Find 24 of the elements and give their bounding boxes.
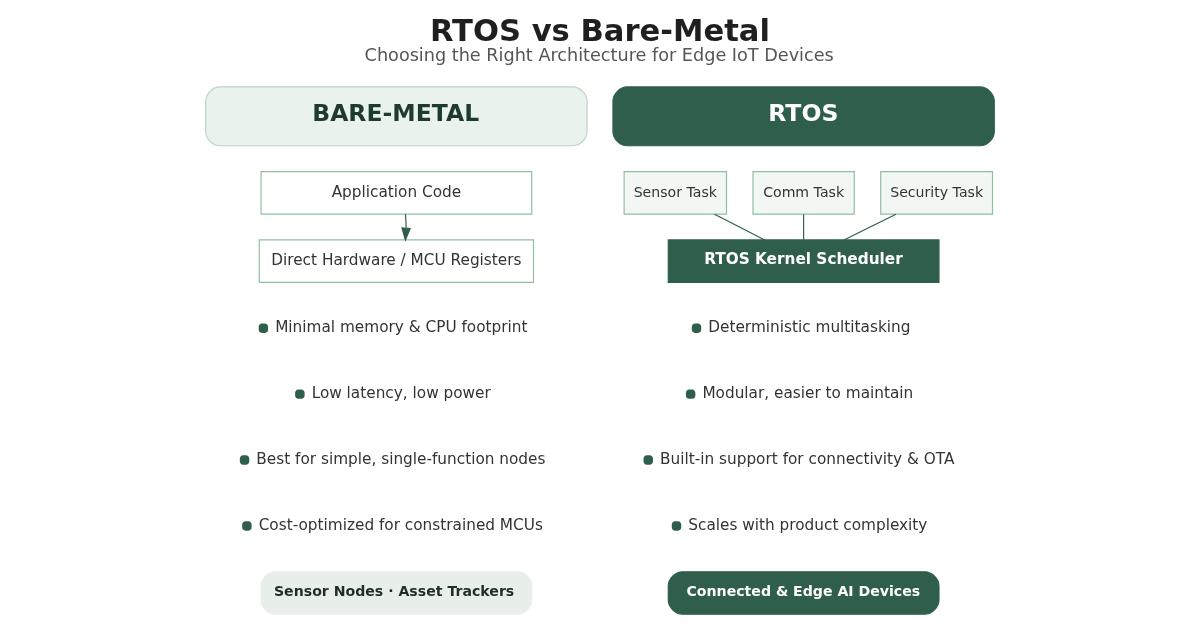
node-box: Sensor Task	[623, 171, 728, 215]
node-box: Application Code	[260, 171, 533, 215]
connector	[713, 213, 766, 241]
node-box: Direct Hardware / MCU Registers	[258, 239, 535, 283]
label: Minimal memory & CPU footprint	[275, 318, 528, 337]
connector	[803, 213, 805, 241]
node-box: BARE-METAL	[205, 86, 588, 147]
node-box: Sensor Nodes · Asset Trackers	[260, 571, 533, 615]
label: Best for simple, single-function nodes	[256, 450, 546, 469]
label: Deterministic multitasking	[708, 318, 911, 337]
connector	[843, 213, 897, 241]
diagram-title: RTOS vs Bare-Metal	[429, 12, 770, 48]
caption: Choosing the Right Architecture for Edge IoT Devices	[364, 45, 834, 66]
label: Modular, easier to maintain	[702, 384, 914, 403]
node-box: RTOS Kernel Scheduler	[667, 239, 940, 283]
node-box: Connected & Edge AI Devices	[667, 571, 940, 615]
arrow	[401, 213, 412, 242]
label: Scales with product complexity	[688, 515, 928, 534]
node-box: Comm Task	[752, 171, 855, 215]
label: Cost-optimized for constrained MCUs	[258, 515, 543, 534]
label: Built-in support for connectivity & OTA	[660, 450, 955, 469]
node-box: RTOS	[612, 86, 995, 147]
label: Low latency, low power	[311, 384, 491, 403]
node-box: Security Task	[880, 171, 994, 215]
